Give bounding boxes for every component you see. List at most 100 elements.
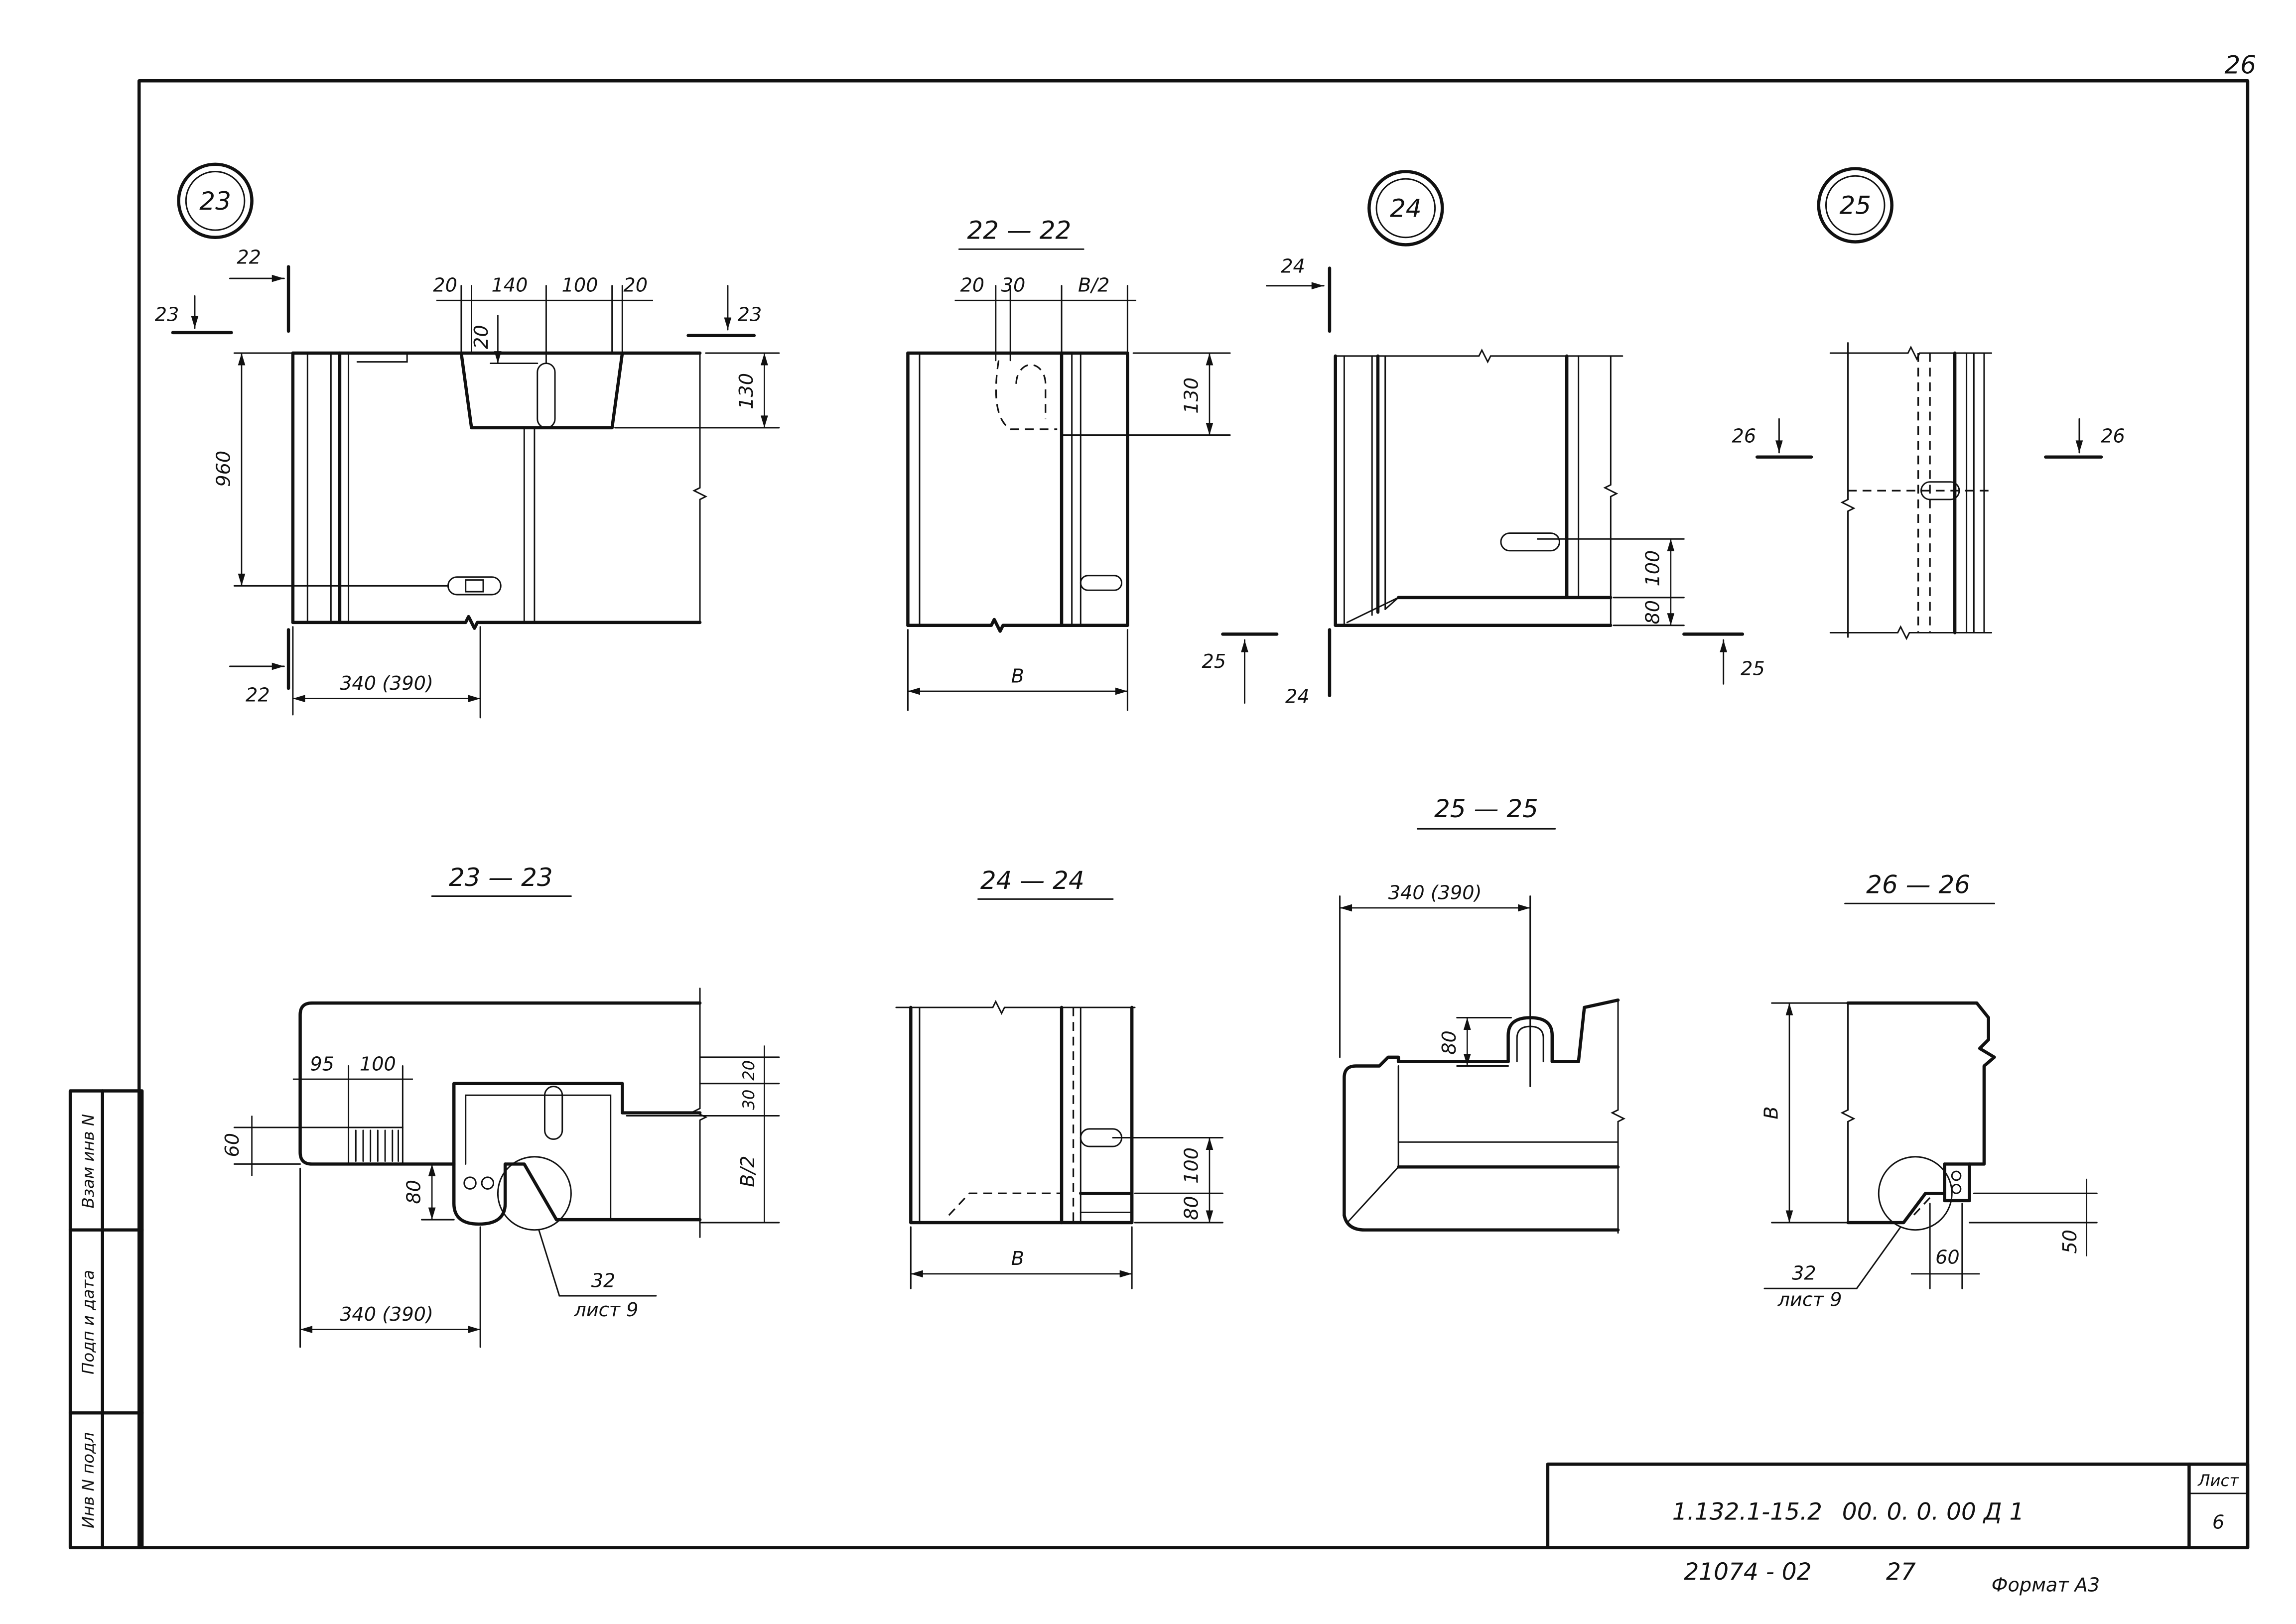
dim-label: В/2: [1078, 275, 1109, 297]
dim-label: 80: [404, 1180, 425, 1204]
section-23-23-dim-80: 80: [404, 1164, 455, 1221]
node-23-dim-top: 20 140 100 20: [433, 275, 653, 365]
dim-label: 80: [1439, 1030, 1461, 1055]
node-23-callout: 23: [177, 162, 254, 240]
sheet-format: Формат А3: [1992, 1575, 2100, 1597]
dim-label: 60: [1935, 1247, 1960, 1268]
cut-mark-22-top: 22: [229, 247, 290, 333]
detail-circle: [1878, 1156, 1953, 1231]
node-23-dim-slot: 20: [471, 315, 539, 365]
dim-label: В: [1011, 665, 1024, 687]
order-number: 21074 - 02: [1684, 1558, 1811, 1586]
section-23-23-dim-top: 95 100: [292, 1053, 413, 1128]
copy-number: 27: [1886, 1558, 1916, 1586]
section-26-26-callout: 32 лист 9: [1763, 1226, 1901, 1311]
section-26-26-view: 26 — 26 32 лист 9 В 60: [1760, 871, 2098, 1311]
side-strip-signature-date: Подп и дата: [79, 1270, 98, 1374]
cut-mark-24-bottom: 24: [1285, 628, 1332, 708]
section-26-26-title: 26 — 26: [1866, 871, 1970, 899]
section-25-25-dim-80: 80: [1439, 1017, 1512, 1067]
cut-mark-label: 26: [2101, 425, 2125, 447]
dim-label: 80: [1642, 600, 1664, 625]
section-22-22-view: 22 — 22 20 30 В/2: [906, 216, 1231, 711]
section-23-23-outline: [298, 988, 708, 1238]
dim-label: В: [1011, 1248, 1024, 1270]
node-25-outline: [1829, 342, 1993, 640]
dim-label: 960: [213, 451, 235, 487]
callout-detail-number: 32: [591, 1270, 616, 1292]
section-23-23-title: 23 — 23: [449, 863, 553, 892]
side-strip: Взам инв N Подп и дата Инв N подл: [68, 1089, 144, 1549]
section-23-23-dim-60: 60: [222, 1116, 350, 1176]
dim-label: 20: [623, 275, 648, 297]
callout-sheet-reference: лист 9: [1777, 1289, 1842, 1311]
section-22-22-dim-top: 20 30 В/2: [954, 275, 1136, 362]
cut-mark-label: 23: [738, 304, 762, 326]
cut-mark-23-right: 23: [686, 285, 762, 337]
callout-sheet-reference: лист 9: [573, 1299, 638, 1321]
section-25-25-view: 25 — 25 340 (390) 80: [1339, 794, 1626, 1234]
dim-label: 80: [1181, 1196, 1203, 1220]
cut-mark-label: 23: [155, 304, 179, 326]
node-24-view: 24 24 24 25 25: [1202, 170, 1765, 708]
dim-label: 340 (390): [340, 673, 433, 695]
dim-label: 130: [1181, 377, 1203, 414]
section-24-24-view: 24 — 24 100 80 В: [895, 866, 1223, 1289]
section-23-23-callout: 32 лист 9: [538, 1229, 657, 1321]
cut-mark-25-right: 25: [1682, 632, 1765, 685]
cut-mark-label: 25: [1741, 658, 1765, 680]
node-24-label: 24: [1390, 194, 1422, 223]
section-24-24-dim-right: 100 80: [1112, 1137, 1223, 1224]
section-24-24-title: 24 — 24: [980, 866, 1084, 895]
drawing-frame: [137, 79, 2250, 1549]
section-23-23-dim-width: 340 (390): [299, 1167, 481, 1348]
section-24-24-outline: [895, 999, 1136, 1225]
node-24-callout: 24: [1367, 170, 1444, 247]
section-25-25-title: 25 — 25: [1434, 794, 1538, 823]
dim-label: 100: [1642, 550, 1664, 587]
section-22-22-outline: [906, 351, 1129, 633]
dim-label: 100: [1181, 1147, 1203, 1184]
page-corner-number: 26: [2225, 51, 2257, 80]
dim-label: 30: [739, 1090, 758, 1110]
detail-circle: [497, 1156, 572, 1231]
dim-label: 100: [562, 275, 598, 297]
cut-mark-label: 22: [237, 247, 261, 269]
node-25-callout: 25: [1817, 167, 1893, 244]
cut-mark-24-top: 24: [1266, 255, 1332, 333]
cut-mark-label: 24: [1281, 255, 1305, 277]
cut-mark-23-left: 23: [155, 295, 233, 335]
node-23-dim-width: 340 (390): [292, 626, 481, 719]
node-23-outline: [291, 351, 708, 630]
cut-mark-label: 24: [1285, 686, 1310, 708]
node-24-outline: [1334, 348, 1623, 627]
section-26-26-outline: [1840, 1001, 1996, 1231]
side-strip-replaced-inventory: Взам инв N: [79, 1114, 98, 1209]
dim-label: 20: [739, 1060, 758, 1081]
dim-label: 50: [2059, 1230, 2081, 1254]
dim-label: 60: [222, 1133, 244, 1157]
node-23-label: 23: [199, 187, 231, 216]
title-block-designation: 1.132.1-15.2: [1672, 1499, 1822, 1526]
cut-mark-label: 26: [1732, 425, 1756, 447]
node-25-view: 25 26 26: [1732, 167, 2125, 640]
section-23-23-dim-right: 20 30 В/2: [626, 1045, 780, 1224]
dim-label: 140: [491, 275, 528, 297]
node-23-dim-130: 130: [614, 352, 780, 429]
title-block-sheet-label: Лист: [2197, 1471, 2239, 1490]
dim-label: 20: [960, 275, 984, 297]
cut-mark-26-left: 26: [1732, 418, 1813, 459]
dim-label: 340 (390): [1388, 882, 1482, 904]
dim-label: В/2: [737, 1155, 759, 1187]
section-22-22-dim-130: 130: [1062, 352, 1231, 436]
cut-mark-22-bottom: 22: [229, 628, 290, 707]
node-25-label: 25: [1839, 191, 1871, 220]
section-26-26-dim-60: 60: [1910, 1203, 1980, 1289]
callout-detail-number: 32: [1792, 1263, 1816, 1285]
node-24-dim-right: 100 80: [1536, 538, 1685, 626]
section-26-26-dim-height: В: [1760, 1002, 1849, 1224]
node-23-dim-960: 960: [213, 352, 449, 587]
dim-label: В: [1760, 1106, 1782, 1119]
dim-label: 95: [310, 1053, 334, 1075]
